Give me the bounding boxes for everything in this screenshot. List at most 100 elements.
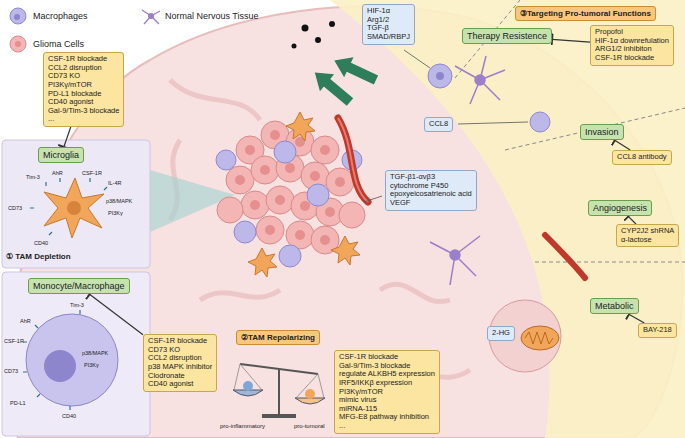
tumor-cluster-part-part: [339, 202, 365, 228]
tumor-cluster-part-part: [307, 184, 329, 206]
tumor-cluster-part-part: [335, 177, 345, 187]
mitochondrion-part: [489, 300, 561, 372]
tumor-cluster-part: [217, 121, 365, 254]
receptor-label: PI3Kγ: [84, 362, 99, 368]
node-text: Gal-9/Tim-3 blockade: [48, 107, 119, 116]
factor-box: CCL8: [424, 117, 453, 132]
mitochondrion: [489, 300, 561, 372]
brain-part: [170, 80, 260, 120]
legend-text: Macrophages: [33, 11, 88, 21]
tumor-cluster-part-part: [311, 136, 339, 164]
node-text: CD73 KO: [48, 72, 119, 81]
tumor-cluster-part-part: [250, 200, 260, 210]
legend-icon-part: [148, 13, 154, 19]
balance-scale-part: [262, 414, 296, 418]
function-band-part: [505, 108, 685, 150]
legend-item: Macrophages: [8, 6, 88, 26]
legend-icon-part: [10, 8, 26, 24]
treatment-box: PropofolHIF-1α downrefulationARG1/2 inhi…: [590, 25, 674, 66]
tumor-cluster-part-part: [286, 112, 315, 141]
node-text: CD40 agonist: [148, 380, 212, 389]
legend-icon: [140, 6, 162, 26]
inhibition-connector: [615, 140, 630, 150]
factor-box: TGF-β1-αvβ3cytochrome P450epoxyeicosatri…: [385, 170, 477, 211]
tumor-cluster-part-part: [251, 156, 279, 184]
node-text: CSF-1R blockade: [339, 353, 435, 362]
factor-box: HIF-1αArg1/2TGF-βSMAD/RBPJ: [362, 4, 415, 45]
node-text: miRNA-115: [339, 405, 435, 414]
receptor-label: p38/MAPK: [106, 198, 132, 204]
band-cells-part: [545, 235, 585, 278]
node-text: ...: [48, 115, 119, 124]
tumor-cluster-part-part: [300, 201, 310, 211]
tumor-cluster-part-part: [235, 175, 245, 185]
balance-scale-part: [278, 370, 280, 414]
tumor-cluster-part-part: [265, 225, 275, 235]
node-text: CSF-1R blockade: [595, 54, 669, 63]
node-text: BAY-218: [643, 326, 672, 335]
node-text: CYP2J2 shRNA: [621, 227, 674, 236]
inhibition-connector: [552, 39, 590, 42]
node-text: CSF-1R blockade: [148, 337, 212, 346]
leader-lines-part: [404, 50, 430, 68]
receptor-label: CSF-1R: [4, 338, 24, 344]
inhibition-connector: [628, 216, 636, 224]
node-text: mimic virus: [339, 396, 435, 405]
monocyte-panel: [2, 272, 150, 436]
leader-lines-part: [364, 196, 382, 202]
node-text: Arg1/2: [367, 16, 410, 25]
node-text: regulate ALKBH5 expression: [339, 370, 435, 379]
tumor-cluster-part: [235, 130, 345, 245]
receptor-label: CSF-1R: [82, 170, 102, 176]
node-text: CSF-1R blockade: [48, 55, 119, 64]
treatment-box: BAY-218: [638, 323, 677, 338]
function-box: Angiogenesis: [588, 200, 652, 216]
node-text: CCL8 antibody: [617, 153, 667, 162]
microglia-panel-part: [30, 178, 107, 235]
node-text: epoxyeicosatrienoic acid: [390, 190, 472, 199]
legend-icon-part: [14, 14, 20, 20]
function-box: Microglia: [38, 147, 84, 163]
node-text: SMAD/RBPJ: [367, 33, 410, 42]
legend-icon: [8, 6, 30, 26]
node-text: Therapy Resistence: [467, 31, 547, 41]
receptor-label: AhR: [20, 318, 31, 324]
tumor-cluster-part: [338, 118, 368, 202]
inhibition-connector: [629, 314, 644, 323]
node-text: 2-HG: [492, 329, 510, 338]
balance-scale-part: [234, 364, 324, 398]
node-text: ③Targeting Pro-tumoral Functions: [520, 9, 651, 18]
inhibition-connector: [64, 127, 71, 147]
migration-arrows: [308, 51, 381, 111]
node-text: PD-L1 blockade: [48, 90, 119, 99]
monocyte-panel-part-part: [23, 310, 80, 410]
node-text: Propofol: [595, 28, 669, 37]
tumor-cluster: [216, 112, 368, 277]
treatment-box: CSF-1R blockadeCCL2 disruptionCD73 KOPI3…: [43, 52, 124, 127]
node-text: Metabolic: [595, 301, 634, 311]
legend-text: Glioma Cells: [33, 39, 84, 49]
tumor-cluster-part: [216, 141, 362, 267]
receptor-label: p38/MAPK: [82, 350, 108, 356]
node-text: TGF-β1-αvβ3: [390, 173, 472, 182]
legend-icon-part: [10, 36, 26, 52]
treatment-box: CYP2J2 shRNAα-lactose: [616, 224, 679, 247]
node-text: Monocyte/Macrophage: [33, 281, 125, 291]
band-cells-part: [530, 112, 550, 132]
brain-part: [380, 284, 450, 301]
function-box: Metabolic: [590, 298, 639, 314]
node-text: p38 MAPK inhibitor: [148, 363, 212, 372]
node-text: Microglia: [43, 150, 79, 160]
balance-scale-part: [243, 381, 253, 391]
function-band: [330, 0, 685, 438]
receptor-label: Tim-3: [70, 302, 84, 308]
scale-label: pro-inflammatory: [220, 423, 265, 430]
band-cells-part: [436, 72, 444, 80]
node-text: CD40 agonist: [48, 98, 119, 107]
legend-icon: [8, 34, 30, 54]
receptor-label: CD73: [4, 368, 18, 374]
tumor-cluster-part-part: [320, 145, 330, 155]
receptor-label: AhR: [52, 170, 63, 176]
node-text: Invasion: [585, 127, 619, 137]
tumor-cluster-part-part: [279, 245, 301, 267]
